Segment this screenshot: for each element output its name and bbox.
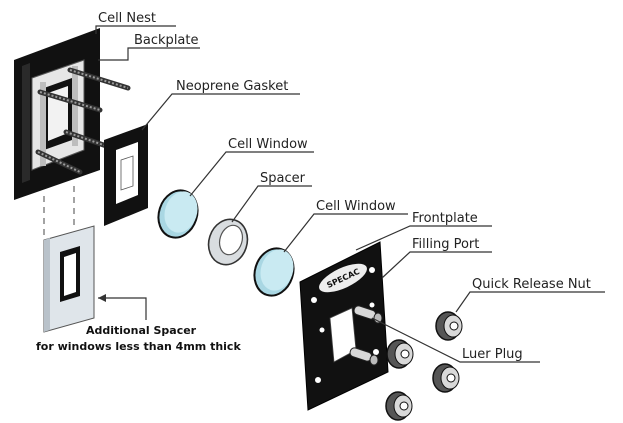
label-cell-nest: Cell Nest [98,11,156,26]
leader-cell-window-1 [189,151,314,197]
label-neoprene-gasket: Neoprene Gasket [176,79,288,94]
bolt-hole [369,302,375,308]
bolt-hole [369,267,375,273]
quick-release-nut [385,391,413,421]
leader-filling-port [381,251,492,279]
quick-release-nut [435,311,463,341]
alignment-lines [43,186,75,236]
spacer-ring [207,218,249,266]
label-spacer: Spacer [260,171,306,186]
label-cell-window-2: Cell Window [316,199,396,214]
bolt-hole [311,297,317,303]
threaded-stud [35,149,83,175]
quick-release-nut [432,363,460,393]
additional-spacer [43,225,95,333]
label-additional-spacer: Additional Spacer [86,324,197,337]
leader-neoprene-gasket [141,93,300,131]
frontplate-logo: SPECAC [319,263,367,293]
neoprene-gasket [104,124,148,226]
cell-window-1 [157,189,199,239]
arrowhead [98,294,106,302]
luer-plug [349,347,379,366]
label-backplate: Backplate [134,33,199,48]
label-cell-window-1: Cell Window [228,137,308,152]
bolt-hole [373,349,379,355]
bolt-hole [315,377,321,383]
label-quick-release-nut: Quick Release Nut [472,277,591,292]
leader-lines [95,25,605,363]
threaded-stud [37,89,103,113]
quick-release-nut [386,339,414,369]
leader-quick-release-nut [455,291,605,313]
leader-luer-plug [371,317,540,363]
leader-frontplate [355,225,492,251]
leader-cell-nest [95,25,176,34]
leader-cell-window-2 [283,213,408,253]
threaded-stud [67,67,131,91]
label-frontplate: Frontplate [412,211,478,226]
leader-spacer [231,185,312,223]
bolt-hole [319,327,325,333]
frontplate: SPECAC [299,241,389,411]
leader-backplate [98,47,200,61]
label-additional-spacer-note: for windows less than 4mm thick [36,340,241,353]
label-luer-plug: Luer Plug [462,347,523,362]
label-filling-port: Filling Port [412,237,479,252]
cell-window-2 [253,247,295,297]
leader-additional-spacer [98,297,147,320]
